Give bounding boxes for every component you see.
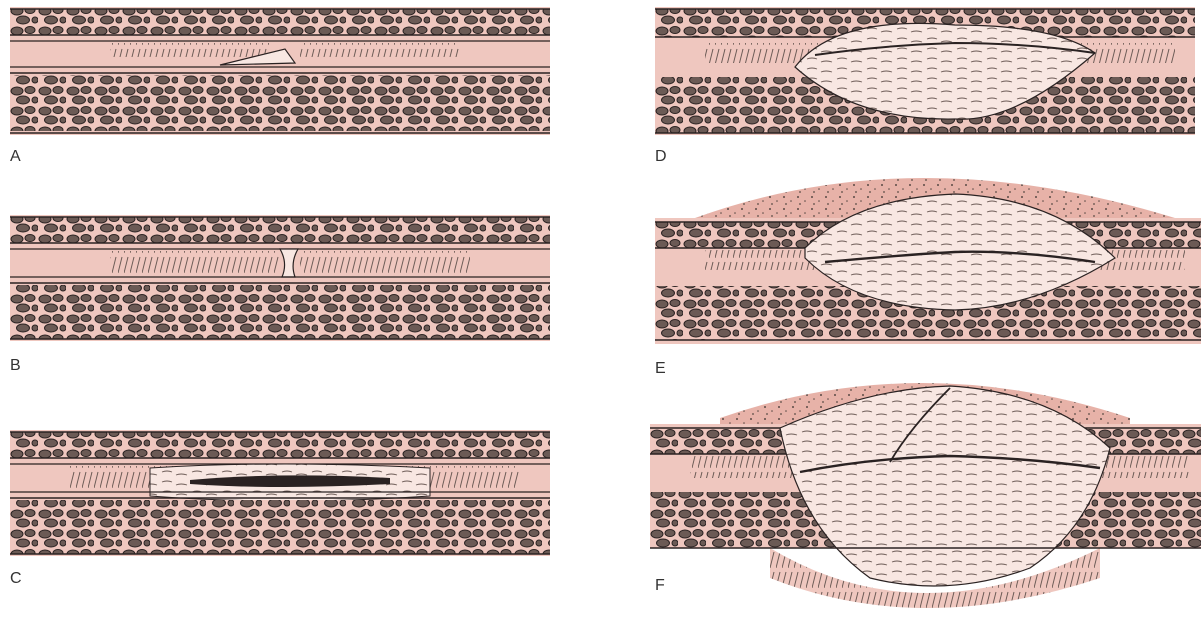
upper-bone-cortex	[10, 9, 550, 35]
panel-f-illustration	[650, 368, 1201, 624]
panel-d-diagram	[655, 5, 1195, 137]
panel-c-diagram	[10, 428, 550, 558]
panel-e-diagram	[655, 158, 1201, 348]
periosteum-hatching	[110, 43, 270, 57]
panel-a-diagram	[10, 5, 550, 137]
panel-e-illustration	[655, 158, 1201, 348]
panel-label-f: F	[655, 577, 665, 595]
panel-label-a: A	[10, 148, 21, 166]
panel-b-diagram	[10, 213, 550, 343]
panel-label-c: C	[10, 570, 22, 588]
lower-bone-cortex	[10, 75, 550, 131]
panel-a-illustration	[10, 5, 550, 137]
panel-label-b: B	[10, 357, 21, 375]
panel-d-illustration	[655, 5, 1195, 137]
panel-c-illustration	[10, 428, 550, 558]
panel-f-diagram	[650, 368, 1201, 624]
panel-b-illustration	[10, 213, 550, 343]
hard-callus	[780, 386, 1110, 586]
